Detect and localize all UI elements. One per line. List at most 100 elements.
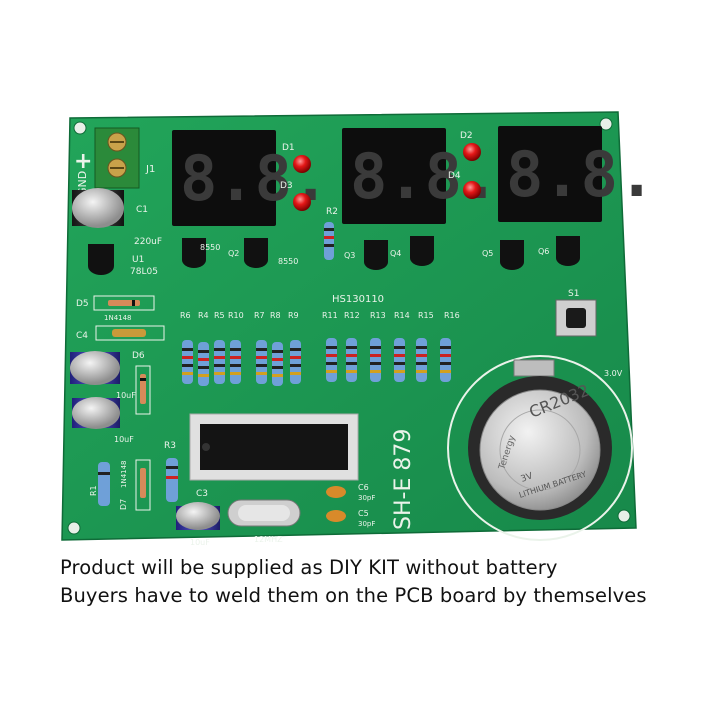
- resistor-label: R14: [394, 311, 410, 320]
- d7-label: D7: [119, 499, 128, 510]
- resistor-label: R16: [444, 311, 460, 320]
- resistor-band: [440, 354, 451, 357]
- resistor-band: [256, 356, 267, 359]
- resistor-band: [416, 370, 427, 373]
- transistor-q1: [182, 238, 206, 268]
- c1-value: 220uF: [134, 237, 162, 247]
- push-switch-s1: [555, 299, 597, 337]
- d3-label: D3: [280, 181, 293, 191]
- resistor-band: [272, 366, 283, 369]
- c3-value: 10uF: [190, 538, 210, 547]
- resistor-band: [440, 346, 451, 349]
- resistor-band: [230, 372, 241, 375]
- resistor-band: [214, 364, 225, 367]
- q4-label: Q4: [390, 249, 401, 258]
- regulator-u1: [88, 244, 114, 275]
- resistor-label: R7: [254, 311, 265, 320]
- q1-value: 8550: [200, 243, 220, 252]
- led-d4: [463, 181, 481, 199]
- resistor-band: [182, 348, 193, 351]
- d4-label: D4: [448, 171, 461, 181]
- resistor-band: [416, 346, 427, 349]
- resistor-label: R6: [180, 311, 191, 320]
- resistor-band: [230, 364, 241, 367]
- resistor-band: [290, 348, 301, 351]
- mounting-hole: [73, 121, 87, 135]
- resistor-band: [290, 372, 301, 375]
- resistor-band: [272, 358, 283, 361]
- capacitor-c2: [70, 351, 120, 385]
- resistor-band: [370, 370, 381, 373]
- resistor-r1: [98, 462, 110, 506]
- resistor: [440, 338, 451, 382]
- resistor-band: [326, 354, 337, 357]
- crystal: [227, 499, 301, 527]
- d6-label: D6: [132, 351, 145, 361]
- resistor-band: [326, 370, 337, 373]
- resistor-band: [272, 350, 283, 353]
- resistor-band: [416, 362, 427, 365]
- resistor-band: [230, 356, 241, 359]
- resistor: [256, 340, 267, 384]
- resistor: [214, 340, 225, 384]
- resistor-band: [440, 370, 451, 373]
- resistor-band: [230, 348, 241, 351]
- resistor-band: [256, 348, 267, 351]
- r1-label: R1: [89, 485, 98, 496]
- capacitor-c8: [72, 397, 120, 429]
- resistor: [346, 338, 357, 382]
- resistor: [416, 338, 427, 382]
- u1-label: U1: [132, 255, 144, 265]
- resistor-band: [182, 356, 193, 359]
- resistor-band: [198, 350, 209, 353]
- capacitor-c3: [176, 502, 220, 530]
- seven-segment-display-1: 8.8.: [172, 130, 329, 226]
- resistor-labels-right: R11 R12 R13 R14 R15 R16: [322, 311, 460, 320]
- resistor-band: [346, 346, 357, 349]
- display-digits: 8.8.: [506, 138, 655, 211]
- resistor-band: [370, 362, 381, 365]
- resistor-band: [198, 366, 209, 369]
- led-d3: [293, 193, 311, 211]
- capacitor-c5: [326, 510, 346, 522]
- terminal-block: [94, 127, 140, 189]
- mounting-hole: [617, 509, 631, 523]
- resistor: [198, 342, 209, 386]
- resistor-label: R15: [418, 311, 434, 320]
- mounting-hole: [67, 521, 81, 535]
- resistor-band: [370, 346, 381, 349]
- battery-voltage: 3V: [520, 471, 535, 485]
- resistor: [370, 338, 381, 382]
- resistor-band: [346, 354, 357, 357]
- resistor-band: [214, 348, 225, 351]
- d1-label: D1: [282, 143, 295, 153]
- mounting-hole: [599, 117, 613, 131]
- resistor: [394, 338, 405, 382]
- resistor-band: [370, 354, 381, 357]
- resistor-label: R9: [288, 311, 299, 320]
- resistor-band: [182, 364, 193, 367]
- resistor-band: [326, 346, 337, 349]
- resistor-band: [182, 372, 193, 375]
- q2-value: 8550: [278, 257, 298, 266]
- resistor-label: R4: [198, 311, 209, 320]
- resistor-labels-left: R6 R4 R5 R10 R7 R8 R9: [180, 311, 299, 320]
- resistor-label: R11: [322, 311, 338, 320]
- diode-d5: [93, 295, 155, 311]
- transistor-q2: [244, 238, 268, 268]
- capacitor-c4: [95, 325, 165, 341]
- d5-type: 1N4148: [104, 314, 132, 322]
- resistor-label: R12: [344, 311, 360, 320]
- transistor-q6: [556, 236, 580, 266]
- c6-label: C6: [358, 483, 369, 492]
- resistor-band: [394, 362, 405, 365]
- capacitor-c1: [72, 188, 124, 228]
- resistor-bank: [182, 338, 451, 386]
- c2-value: 10uF: [116, 391, 136, 400]
- caption-line-1: Product will be supplied as DIY KIT with…: [60, 556, 558, 579]
- seven-segment-display-3: 8.8.: [498, 126, 655, 222]
- resistor-band: [198, 358, 209, 361]
- transistor-q4: [410, 236, 434, 266]
- q5-label: Q5: [482, 249, 493, 258]
